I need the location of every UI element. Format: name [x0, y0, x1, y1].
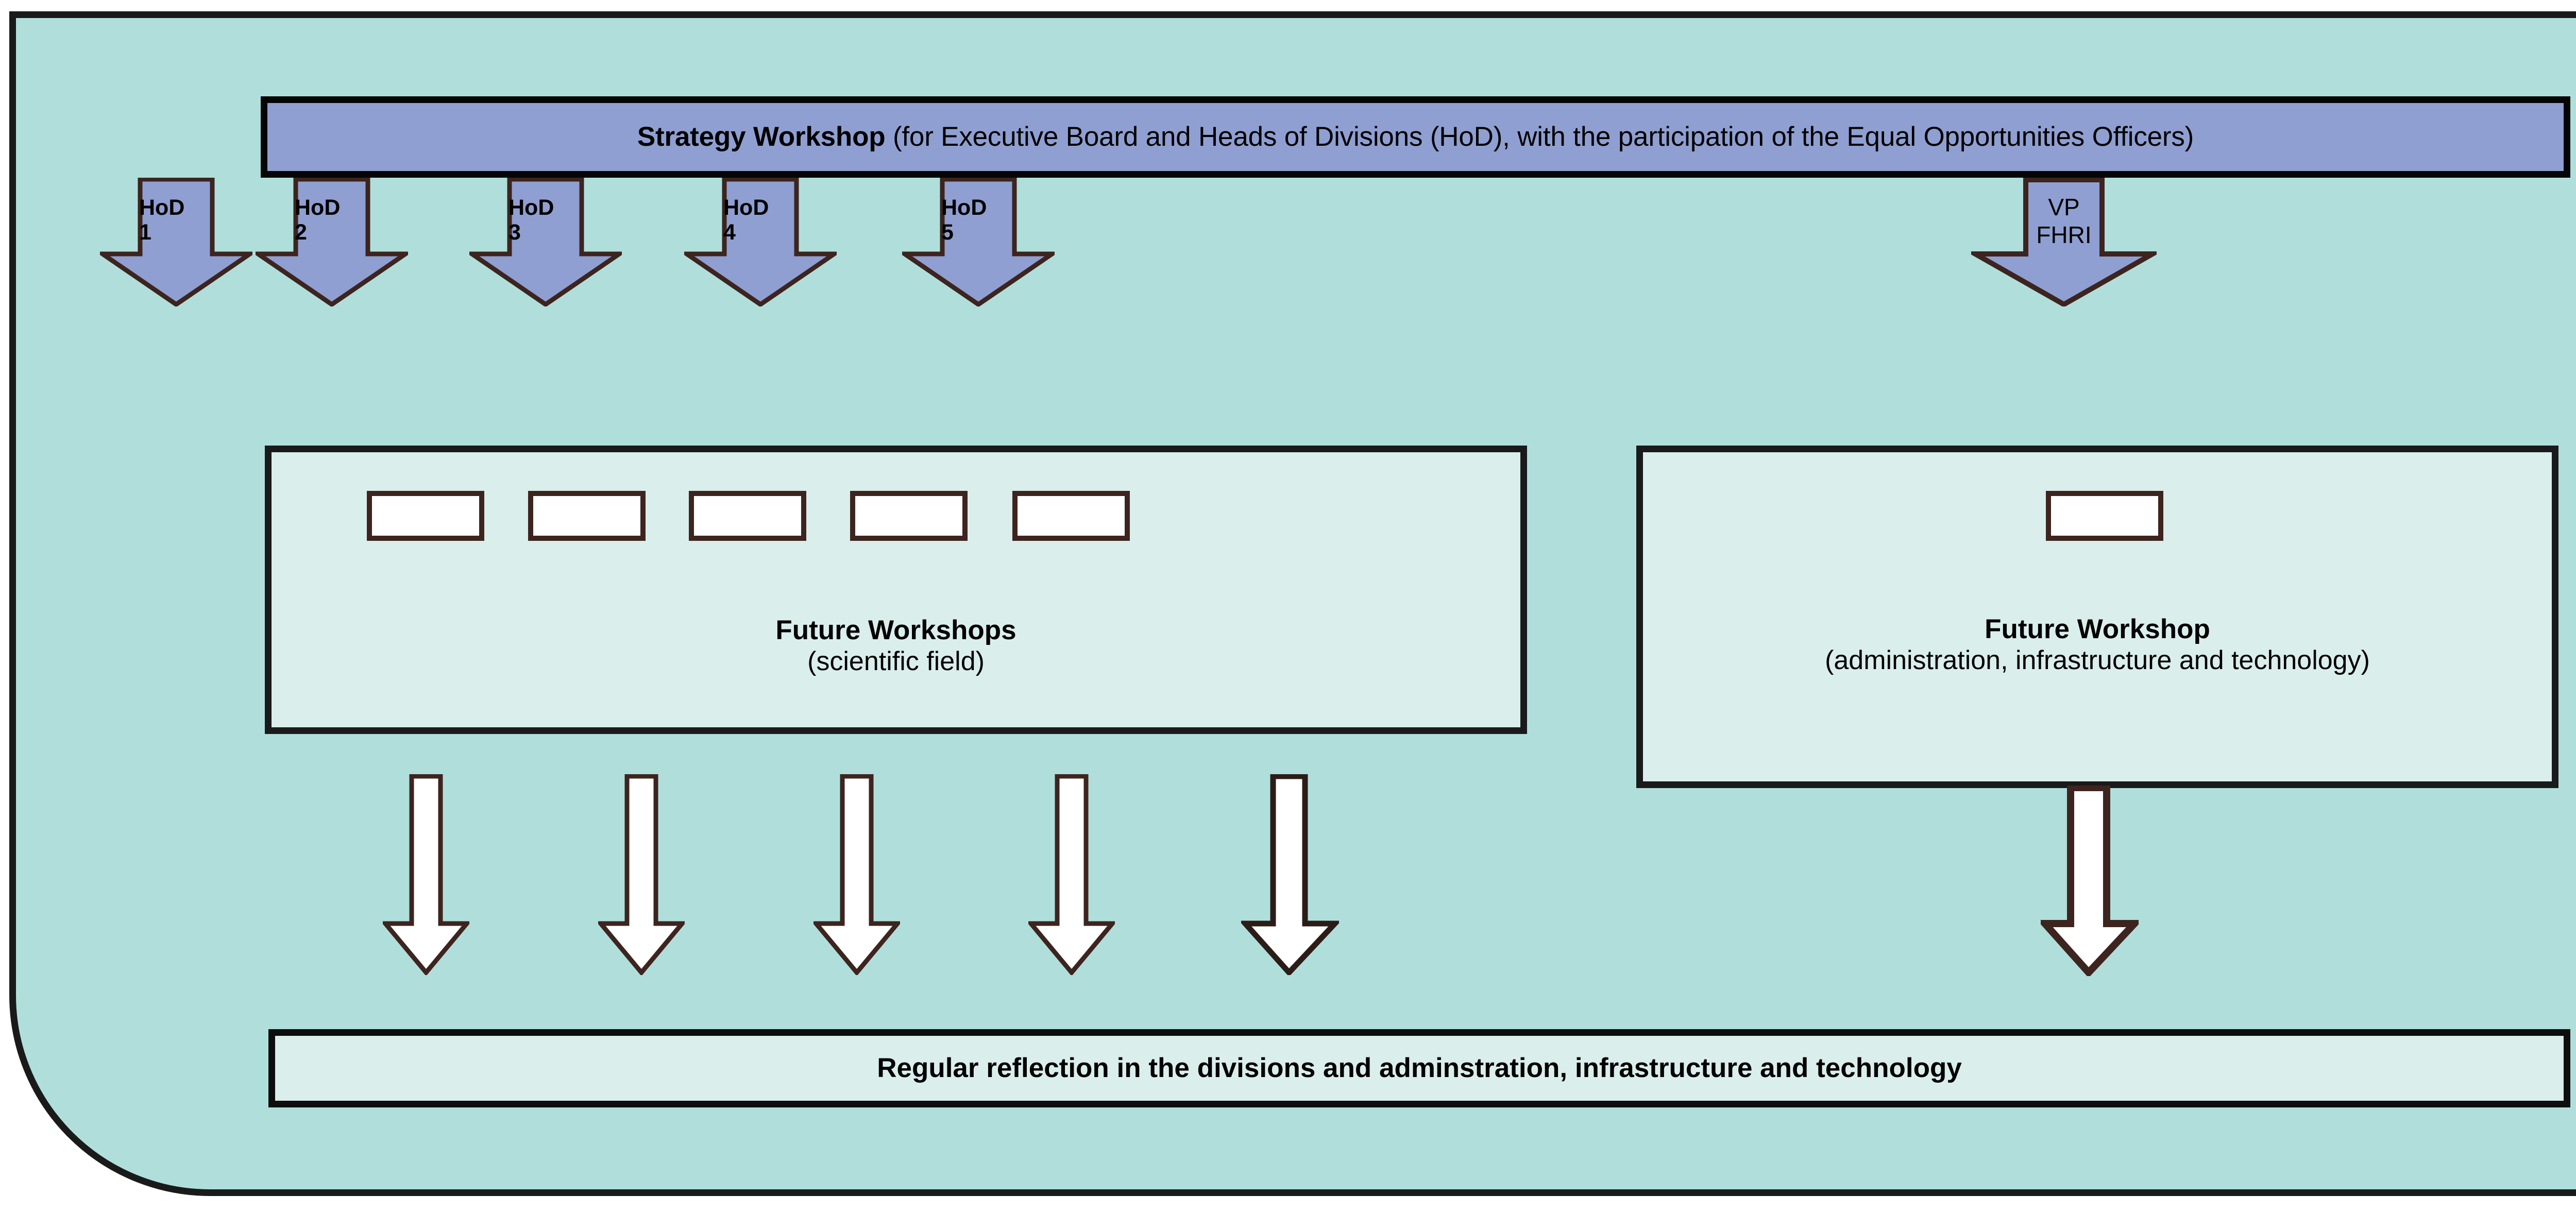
future-workshop-admin-caption: Future Workshop (administration, infrast…: [1643, 613, 2552, 676]
strategy-workshop-banner: Strategy Workshop (for Executive Board a…: [261, 96, 2570, 178]
down-arrow-icon: [902, 178, 1055, 306]
output-arrow-5: [1241, 774, 1339, 975]
workshop-slot-3: [689, 491, 806, 541]
regular-reflection-bar: Regular reflection in the divisions and …: [268, 1029, 2570, 1107]
workshop-slot-5: [1012, 491, 1130, 541]
output-arrow-2: [598, 774, 685, 975]
output-arrow-3: [814, 774, 900, 975]
down-arrow-icon: [256, 178, 408, 306]
workshop-slot-2: [528, 491, 646, 541]
workshop-slot-admin-1: [2046, 491, 2163, 541]
future-workshops-scientific-panel: Future Workshops (scientific field): [265, 446, 1527, 734]
down-arrow-icon: [469, 178, 622, 306]
future-workshop-administration-panel: Future Workshop (administration, infrast…: [1636, 446, 2558, 788]
down-arrow-icon: [684, 178, 837, 306]
future-workshop-admin-title: Future Workshop: [1985, 614, 2210, 644]
hod-arrow-1: HoD 1: [100, 178, 252, 306]
down-arrow-icon: [383, 774, 469, 975]
outer-rounded-container: Strategy Workshop (for Executive Board a…: [9, 11, 2576, 1196]
vp-fhri-arrow: VP FHRI: [1971, 178, 2157, 306]
down-arrow-icon: [598, 774, 685, 975]
future-workshops-subtitle: (scientific field): [807, 646, 985, 676]
strategy-workshop-rest: (for Executive Board and Heads of Divisi…: [885, 122, 2194, 152]
down-arrow-icon: [2041, 786, 2139, 976]
hod-arrow-4: HoD 4: [684, 178, 837, 306]
down-arrow-icon: [1241, 774, 1339, 975]
future-workshops-caption: Future Workshops (scientific field): [272, 614, 1520, 677]
strategy-workshop-banner-text: Strategy Workshop (for Executive Board a…: [637, 121, 2194, 153]
output-arrow-1: [383, 774, 469, 975]
hod-arrow-2: HoD 2: [256, 178, 408, 306]
down-arrow-icon: [1971, 178, 2157, 306]
output-arrow-admin: [2041, 786, 2139, 976]
hod-arrow-5: HoD 5: [902, 178, 1055, 306]
workshop-slot-4: [850, 491, 968, 541]
down-arrow-icon: [1028, 774, 1115, 975]
workshop-slot-1: [367, 491, 484, 541]
future-workshops-title: Future Workshops: [775, 615, 1016, 645]
down-arrow-icon: [100, 178, 252, 306]
strategy-workshop-bold-lead: Strategy Workshop: [637, 122, 886, 152]
hod-arrow-3: HoD 3: [469, 178, 622, 306]
output-arrow-4: [1028, 774, 1115, 975]
regular-reflection-text: Regular reflection in the divisions and …: [877, 1053, 1962, 1083]
down-arrow-icon: [814, 774, 900, 975]
future-workshop-admin-subtitle: (administration, infrastructure and tech…: [1825, 645, 2370, 675]
